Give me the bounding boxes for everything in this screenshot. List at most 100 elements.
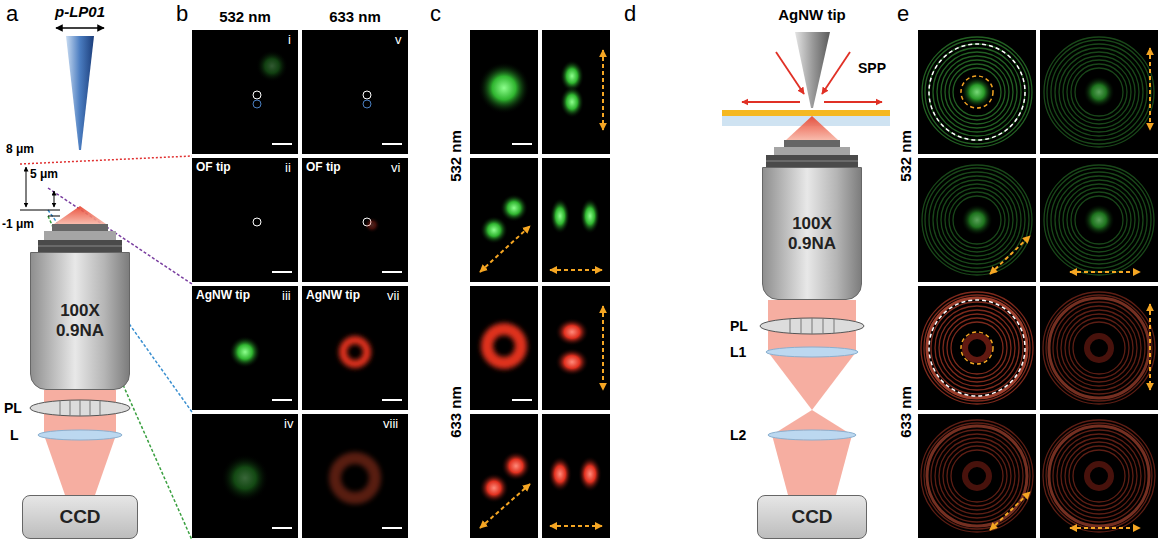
ring-images-e — [922, 37, 1032, 147]
image-content-c — [555, 318, 589, 346]
objective-lens-a — [54, 206, 106, 224]
image-content-c — [555, 348, 589, 376]
dimension-arrows — [20, 167, 60, 216]
dimension-label: 5 μm — [30, 168, 58, 182]
image-cells-b — [302, 158, 408, 282]
image-cells-c — [470, 30, 538, 154]
ccd-camera: CCD — [757, 495, 867, 539]
detection-path-d — [768, 430, 856, 440]
dimension-arrows — [20, 210, 60, 211]
dimension-arrows — [48, 216, 60, 217]
image-content-c — [479, 473, 509, 503]
scale-bar — [382, 527, 402, 529]
image-cells-b — [302, 30, 408, 154]
objective-lens-d — [766, 116, 858, 167]
column-header: 532 nm — [219, 8, 271, 25]
image-cells-c — [470, 414, 538, 538]
panel-label: c — [430, 1, 441, 26]
scale-bar — [272, 271, 292, 273]
image-cells-b — [192, 414, 298, 538]
polarization-arrow — [550, 525, 602, 527]
image-cells-e — [1040, 158, 1158, 282]
detection-path-d — [760, 300, 864, 495]
polarization-arrow — [1070, 271, 1140, 273]
image-content-b — [343, 340, 367, 364]
row-header: 532 nm — [897, 130, 914, 182]
component-label: L — [10, 427, 19, 443]
image-content-c — [487, 329, 521, 363]
objective-lens-a — [52, 224, 108, 231]
image-cells-e — [918, 30, 1036, 154]
ring-images-e — [1044, 165, 1154, 275]
image-cells-c — [542, 286, 610, 410]
subpanel-number: iii — [282, 289, 291, 304]
polarization-arrow — [550, 269, 602, 271]
spp-arrows — [742, 52, 882, 102]
node-text: 100X 0.9NA — [48, 301, 112, 340]
image-cells-e — [918, 286, 1036, 410]
polarization-arrow — [1149, 304, 1151, 390]
image-cells-c — [470, 30, 610, 538]
image-content-c — [550, 198, 570, 234]
image-content-b — [364, 217, 380, 233]
image-content-c — [580, 198, 600, 234]
subpanel-number: v — [395, 33, 402, 48]
subpanel-number: vi — [391, 161, 400, 176]
image-cells-e — [1040, 286, 1158, 410]
image-cells-c — [470, 286, 538, 410]
tip-label: OF tip — [306, 161, 341, 175]
ring-images-e — [1044, 37, 1154, 147]
scale-bar — [272, 399, 292, 401]
image-cells-e — [1040, 414, 1158, 538]
dimension-label: -1 μm — [2, 218, 34, 232]
image-content-c — [500, 194, 528, 222]
detection-path-a — [38, 430, 122, 440]
fiber-tip — [56, 28, 104, 150]
scale-bar — [272, 144, 402, 528]
detection-path-a — [60, 401, 61, 415]
ring-images-e — [921, 37, 1155, 532]
polarization-arrow — [990, 236, 1030, 274]
spp-arrows — [742, 101, 800, 103]
objective-lens-a — [38, 246, 122, 247]
node-text: CCD — [791, 506, 832, 528]
detection-path-d — [801, 318, 802, 334]
objective-lens-d — [786, 116, 838, 140]
row-header: 532 nm — [447, 130, 464, 182]
polarization-arrow — [1070, 527, 1140, 529]
polarization-arrow — [990, 48, 1150, 530]
region-circles — [961, 76, 993, 108]
panel-label: e — [897, 1, 909, 26]
image-cells-c — [542, 158, 610, 282]
node-text: 100X 0.9NA — [780, 214, 844, 253]
image-cells-c — [542, 30, 610, 154]
image-cells-b — [192, 286, 298, 410]
polarization-arrow — [602, 306, 604, 390]
image-cells-e — [918, 30, 1158, 538]
column-header: 633 nm — [329, 8, 381, 25]
panel-label: d — [624, 1, 636, 26]
region-circles — [929, 44, 1025, 140]
spp-arrows — [776, 52, 804, 94]
silver-nanowire-tip — [795, 32, 830, 108]
polarization-arrow — [480, 50, 603, 528]
detection-path-d — [812, 318, 813, 334]
fiber-tip — [56, 27, 104, 29]
leader-lines — [20, 156, 192, 164]
image-content-c — [548, 456, 572, 492]
objective-lens-d — [766, 155, 858, 167]
image-cells-c — [542, 414, 610, 538]
scale-bar — [382, 271, 402, 273]
image-content-c — [512, 143, 532, 145]
image-cells-c — [470, 158, 538, 282]
detection-path-d — [772, 410, 852, 495]
region-circles — [961, 332, 993, 364]
polarization-arrow — [1149, 48, 1151, 130]
objective-lens-a — [38, 206, 122, 252]
panel-label: a — [6, 1, 18, 26]
tip-label: OF tip — [196, 161, 231, 175]
subpanel-number: ii — [285, 161, 291, 176]
scale-bar — [382, 143, 402, 145]
detection-path-d — [790, 319, 791, 333]
